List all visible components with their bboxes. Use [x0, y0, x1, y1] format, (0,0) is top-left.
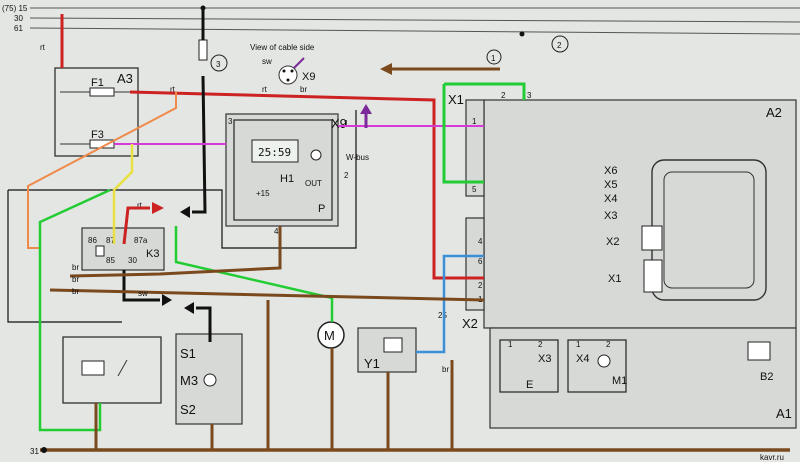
- svg-text:1: 1: [508, 340, 513, 349]
- connector-label: X6: [604, 165, 617, 177]
- label-x1: X1: [448, 92, 464, 107]
- svg-text:3: 3: [228, 117, 233, 126]
- switch-motor-block: S1 M3 S2: [175, 333, 243, 425]
- svg-text:2: 2: [344, 171, 349, 180]
- label-w-bus: W-bus: [346, 153, 369, 162]
- svg-text:30: 30: [128, 256, 137, 265]
- svg-text:3: 3: [527, 91, 532, 100]
- svg-text:F3: F3: [91, 129, 104, 141]
- connector-x1-strip: [465, 99, 485, 197]
- svg-text:S2: S2: [180, 402, 196, 417]
- svg-text:A2: A2: [766, 105, 782, 120]
- terminal-31: 31: [30, 447, 39, 456]
- svg-text:P: P: [318, 203, 325, 215]
- svg-text:+15: +15: [256, 189, 270, 198]
- connector-label: X2: [606, 236, 619, 248]
- svg-text:X4: X4: [576, 353, 589, 365]
- svg-text:1: 1: [344, 119, 349, 128]
- svg-text:rt: rt: [262, 85, 268, 94]
- wire-label-br: br: [72, 287, 79, 296]
- svg-text:1: 1: [472, 117, 477, 126]
- relay-k3: 86 87 87a 85 30 K3: [81, 227, 165, 271]
- svg-text:B2: B2: [760, 371, 773, 383]
- bus-label-15: (75) 15: [2, 4, 28, 13]
- svg-text:1: 1: [491, 54, 496, 63]
- wire-label-rt-k3: rt: [137, 201, 143, 210]
- svg-text:2: 2: [478, 281, 483, 290]
- svg-text:4: 4: [274, 227, 279, 236]
- svg-text:5: 5: [472, 185, 477, 194]
- connector-list: X6 X5 X4 X3 X2 X1: [604, 165, 621, 285]
- control-unit-a2: A2: [483, 99, 797, 329]
- bus-label-30: 30: [14, 14, 23, 23]
- connector-label: X1: [608, 273, 621, 285]
- svg-text:3: 3: [216, 60, 221, 69]
- ref-circle-3: 3: [210, 54, 228, 72]
- valve-y1: Y1: [357, 327, 417, 373]
- wire-label-sw: sw: [138, 289, 148, 298]
- svg-text:E: E: [526, 379, 533, 391]
- wire-label-br: br: [442, 365, 449, 374]
- svg-text:2: 2: [557, 41, 562, 50]
- svg-text:sw: sw: [262, 57, 272, 66]
- svg-text:OUT: OUT: [305, 179, 322, 188]
- svg-text:F1: F1: [91, 77, 104, 89]
- svg-text:M3: M3: [180, 373, 198, 388]
- wire-label-rt-f1: rt: [170, 85, 176, 94]
- svg-text:2: 2: [501, 91, 506, 100]
- motor-m: M: [317, 321, 345, 349]
- fuse-box-a3: A3 F1 F3: [54, 67, 139, 157]
- svg-text:br: br: [300, 85, 307, 94]
- svg-text:87: 87: [106, 236, 115, 245]
- wire-label-rt-a3: rt: [40, 43, 46, 52]
- svg-text:1: 1: [576, 340, 581, 349]
- fuse-f1: [89, 87, 115, 97]
- label-x2: X2: [462, 316, 478, 331]
- svg-text:85: 85: [106, 256, 115, 265]
- cable-side-view: View of cable side sw rt br X9: [250, 43, 315, 94]
- svg-text:A3: A3: [117, 71, 133, 86]
- svg-text:M1: M1: [612, 375, 627, 387]
- svg-text:25: 25: [438, 311, 447, 320]
- svg-text:S1: S1: [180, 346, 196, 361]
- svg-text:86: 86: [88, 236, 97, 245]
- connector-x2-strip: [465, 217, 485, 311]
- svg-text:4: 4: [478, 237, 483, 246]
- relay-box: [62, 336, 162, 404]
- svg-text:87a: 87a: [134, 236, 148, 245]
- svg-text:Y1: Y1: [364, 356, 380, 371]
- svg-text:H1: H1: [280, 173, 294, 185]
- ref-circle-1: 1: [486, 49, 502, 65]
- svg-text:A1: A1: [776, 406, 792, 421]
- bus-label-61: 61: [14, 24, 23, 33]
- label-x9: X9: [331, 116, 347, 131]
- svg-text:2: 2: [538, 340, 543, 349]
- svg-text:25:59: 25:59: [258, 146, 291, 159]
- connector-label: X4: [604, 193, 617, 205]
- svg-text:M: M: [324, 328, 335, 343]
- ref-circle-2: 2: [551, 35, 569, 53]
- svg-text:View of cable side: View of cable side: [250, 43, 315, 52]
- svg-text:6: 6: [478, 257, 483, 266]
- watermark: kavr.ru: [760, 453, 784, 462]
- svg-text:2: 2: [606, 340, 611, 349]
- svg-text:X3: X3: [538, 353, 551, 365]
- svg-text:X9: X9: [302, 71, 315, 83]
- connector-label: X3: [604, 210, 617, 222]
- svg-text:K3: K3: [146, 248, 159, 260]
- wire-label-br: br: [72, 263, 79, 272]
- wire-label-br: br: [72, 275, 79, 284]
- timer-h1: 25:59 H1 OUT +15 P 3 1 2 4: [225, 113, 349, 236]
- unit-a1: A1 1 2 1 2 X3 X4 E M1 B2: [489, 327, 797, 429]
- connector-label: X5: [604, 179, 617, 191]
- supply-bus: (75) 15 30 61: [2, 4, 800, 35]
